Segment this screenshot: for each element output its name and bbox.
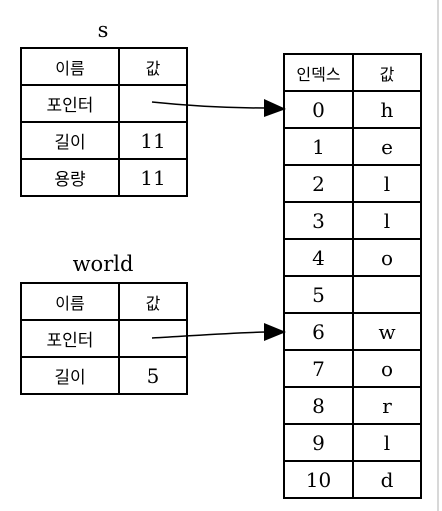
s-capacity-value: 11 <box>118 158 188 197</box>
s-length-value: 11 <box>118 121 188 160</box>
heap-value-cell: r <box>352 386 422 425</box>
s-pointer-label: 포인터 <box>20 84 120 123</box>
heap-row: 8 r <box>283 386 422 425</box>
world-row-length: 길이 5 <box>20 356 188 395</box>
heap-index-cell: 8 <box>283 386 354 425</box>
world-length-value: 5 <box>118 356 188 395</box>
heap-index-cell: 5 <box>283 275 354 314</box>
world-title: world <box>72 252 134 276</box>
heap-value-cell: l <box>352 201 422 240</box>
heap-value-cell <box>352 275 422 314</box>
heap-row: 0 h <box>283 90 422 129</box>
heap-value-cell: l <box>352 164 422 203</box>
s-row-pointer: 포인터 <box>20 84 188 123</box>
heap-index-cell: 2 <box>283 164 354 203</box>
s-header-value: 값 <box>118 47 188 86</box>
heap-index-cell: 9 <box>283 423 354 462</box>
s-row-length: 길이 11 <box>20 121 188 160</box>
heap-index-cell: 3 <box>283 201 354 240</box>
world-pointer-value <box>118 319 188 358</box>
heap-header-row: 인덱스 값 <box>283 53 422 92</box>
heap-index-cell: 7 <box>283 349 354 388</box>
s-title: s <box>97 18 109 42</box>
world-header-row: 이름 값 <box>20 282 188 321</box>
heap-row: 10 d <box>283 460 422 499</box>
world-length-label: 길이 <box>20 356 120 395</box>
s-row-capacity: 용량 11 <box>20 158 188 197</box>
heap-row: 7 o <box>283 349 422 388</box>
s-length-label: 길이 <box>20 121 120 160</box>
heap-row: 5 <box>283 275 422 314</box>
heap-row: 9 l <box>283 423 422 462</box>
heap-header-index: 인덱스 <box>283 53 354 92</box>
world-row-pointer: 포인터 <box>20 319 188 358</box>
heap-row: 4 o <box>283 238 422 277</box>
heap-value-cell: o <box>352 238 422 277</box>
heap-value-cell: h <box>352 90 422 129</box>
heap-value-cell: e <box>352 127 422 166</box>
s-pointer-value <box>118 84 188 123</box>
world-table: 이름 값 포인터 길이 5 <box>20 282 188 395</box>
heap-index-cell: 6 <box>283 312 354 351</box>
s-capacity-label: 용량 <box>20 158 120 197</box>
heap-row: 3 l <box>283 201 422 240</box>
s-table: 이름 값 포인터 길이 11 용량 11 <box>20 47 188 197</box>
heap-value-cell: d <box>352 460 422 499</box>
heap-index-cell: 10 <box>283 460 354 499</box>
heap-header-value: 값 <box>352 53 422 92</box>
world-header-value: 값 <box>118 282 188 321</box>
world-pointer-label: 포인터 <box>20 319 120 358</box>
heap-index-cell: 4 <box>283 238 354 277</box>
heap-index-cell: 1 <box>283 127 354 166</box>
heap-row: 2 l <box>283 164 422 203</box>
heap-index-cell: 0 <box>283 90 354 129</box>
heap-value-cell: o <box>352 349 422 388</box>
heap-value-cell: l <box>352 423 422 462</box>
s-header-row: 이름 값 <box>20 47 188 86</box>
heap-row: 1 e <box>283 127 422 166</box>
heap-row: 6 w <box>283 312 422 351</box>
right-edge-line <box>437 0 439 511</box>
s-header-name: 이름 <box>20 47 120 86</box>
world-header-name: 이름 <box>20 282 120 321</box>
heap-value-cell: w <box>352 312 422 351</box>
heap-table: 인덱스 값 0 h 1 e 2 l 3 l 4 o 5 6 w <box>283 53 422 499</box>
